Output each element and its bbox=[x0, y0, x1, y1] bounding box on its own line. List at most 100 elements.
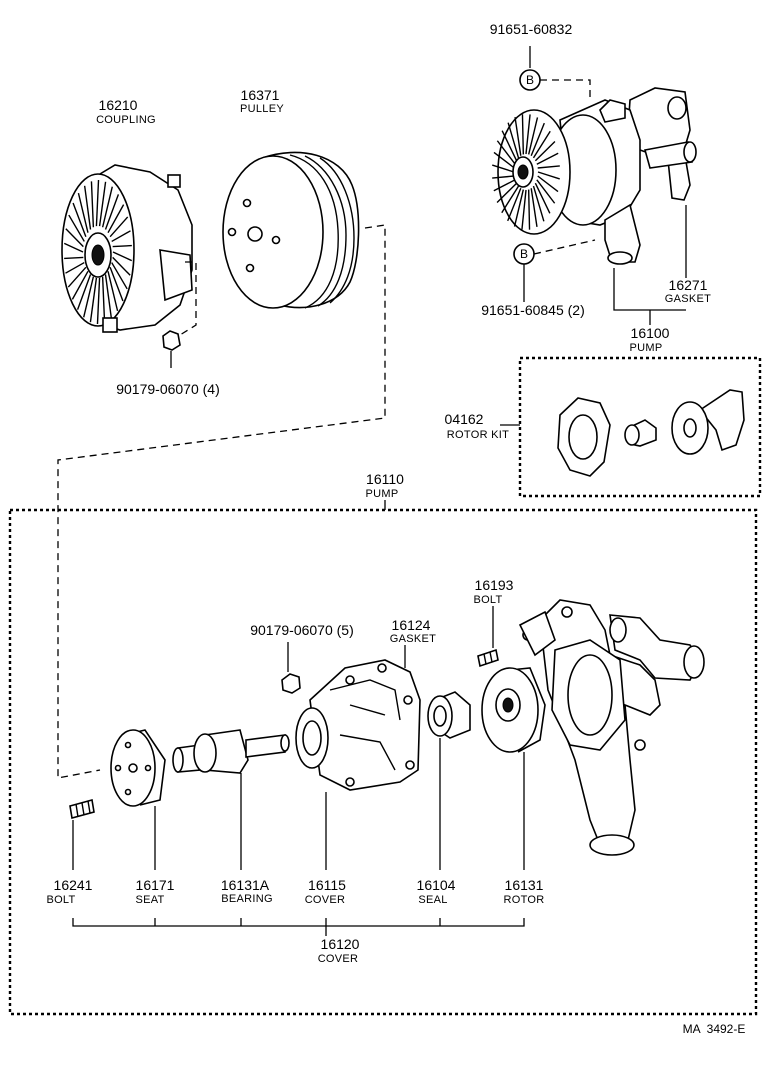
seal-number: 16104 bbox=[417, 877, 456, 893]
fin-line bbox=[68, 214, 85, 242]
pulley-number: 16371 bbox=[241, 87, 280, 103]
seat-number: 16171 bbox=[136, 877, 175, 893]
fin-line bbox=[496, 182, 518, 203]
rotor-kit-name: ROTOR KIT bbox=[447, 429, 509, 441]
seat-drawing bbox=[110, 729, 166, 870]
rotor-kit-box bbox=[518, 356, 762, 498]
gasket-cover-number: 16124 bbox=[392, 617, 431, 633]
fin-line bbox=[537, 175, 559, 193]
hub-bolt-number: 16241 bbox=[54, 877, 93, 893]
fin-line bbox=[492, 175, 515, 179]
fin-line bbox=[492, 164, 515, 173]
rotor-number: 16131 bbox=[505, 877, 544, 893]
coupling-name: COUPLING bbox=[96, 114, 156, 126]
hub-bolt-name: BOLT bbox=[46, 894, 75, 906]
pump-assy-number: 16100 bbox=[631, 325, 670, 341]
fin-line bbox=[65, 228, 84, 248]
fin-line bbox=[107, 204, 125, 234]
cover-drawing bbox=[295, 659, 421, 870]
fin-line bbox=[101, 186, 113, 228]
pump-sub-name: PUMP bbox=[366, 488, 399, 500]
body-bolt-drawing bbox=[477, 606, 499, 668]
rotor-kit-drawing bbox=[557, 389, 745, 477]
nut-cover-drawing bbox=[281, 642, 301, 694]
fin-line bbox=[98, 181, 107, 227]
fin-line bbox=[96, 277, 101, 325]
fin-line bbox=[67, 266, 87, 288]
nut-coupling-drawing bbox=[162, 330, 181, 368]
cover-part-name: COVER bbox=[305, 894, 346, 906]
rotor-name: ROTOR bbox=[503, 894, 544, 906]
fin-line bbox=[534, 141, 556, 162]
pump-assy-name: PUMP bbox=[630, 342, 663, 354]
figure-reference: MA 3492-E bbox=[683, 1022, 746, 1036]
gasket-cover-name: GASKET bbox=[390, 633, 436, 645]
body-bolt-name: BOLT bbox=[473, 594, 502, 606]
fin-line bbox=[64, 256, 84, 260]
fin-line bbox=[83, 276, 95, 318]
bearing-name: BEARING bbox=[221, 893, 273, 905]
rotor-kit-number: 04162 bbox=[445, 411, 484, 427]
fin-line bbox=[521, 189, 527, 230]
fin-line bbox=[493, 179, 516, 192]
fin-line bbox=[77, 192, 89, 233]
fin-line bbox=[536, 179, 556, 204]
rotor-drawing bbox=[481, 667, 546, 870]
fin-line bbox=[83, 185, 92, 230]
pump-subassembly-box bbox=[8, 508, 758, 1016]
seat-name: SEAT bbox=[135, 894, 164, 906]
fin-line bbox=[537, 171, 560, 180]
pulley-drawing bbox=[222, 151, 360, 309]
cover-assy-number: 16120 bbox=[321, 936, 360, 952]
fin-line bbox=[501, 185, 520, 214]
fin-line bbox=[532, 185, 545, 222]
fin-line bbox=[112, 244, 132, 248]
fin-line bbox=[71, 270, 89, 300]
fin-line bbox=[507, 122, 520, 159]
pump-assembly-drawing bbox=[492, 87, 697, 265]
fin-line bbox=[527, 117, 539, 155]
fin-line bbox=[112, 251, 133, 262]
fin-line bbox=[112, 256, 131, 276]
fin-line bbox=[521, 114, 525, 155]
fin-line bbox=[72, 202, 87, 237]
fin-line bbox=[101, 276, 106, 323]
fin-line bbox=[111, 262, 128, 290]
bearing-number: 16131A bbox=[221, 877, 270, 893]
fin-line bbox=[104, 274, 113, 319]
pump-sub-number: 16110 bbox=[366, 471, 404, 487]
fin-line bbox=[90, 181, 95, 228]
fin-line bbox=[536, 152, 559, 165]
pulley-name: PULLEY bbox=[240, 103, 284, 115]
marker-b-top-text: B bbox=[526, 73, 534, 87]
fin-line bbox=[109, 267, 124, 302]
hub-bolt-drawing bbox=[69, 798, 95, 870]
fin-line bbox=[507, 187, 522, 222]
fin-line bbox=[95, 179, 100, 227]
fin-line bbox=[493, 151, 515, 169]
fin-line bbox=[65, 261, 85, 274]
fin-line bbox=[76, 274, 92, 310]
cover-assy-name: COVER bbox=[318, 953, 359, 965]
fin-line bbox=[514, 117, 522, 156]
fin-line bbox=[111, 230, 131, 243]
body-bolt-number: 16193 bbox=[475, 577, 514, 593]
fin-line bbox=[525, 114, 531, 155]
fin-line bbox=[537, 165, 560, 169]
fin-line bbox=[107, 271, 119, 312]
fin-line bbox=[530, 188, 538, 227]
coupling-drawing bbox=[61, 164, 193, 333]
fin-line bbox=[532, 130, 551, 159]
fin-line bbox=[63, 242, 84, 253]
gasket-top-number: 16271 bbox=[669, 277, 708, 293]
fin-line bbox=[534, 182, 551, 214]
fin-line bbox=[89, 277, 98, 323]
fin-line bbox=[496, 140, 516, 165]
bolt-bottom-number: 91651-60845 (2) bbox=[481, 302, 585, 318]
fin-line bbox=[104, 194, 120, 230]
marker-b-bottom-text: B bbox=[520, 247, 528, 261]
nut-cover-number: 90179-06070 (5) bbox=[250, 622, 354, 638]
fin-line bbox=[530, 122, 545, 157]
